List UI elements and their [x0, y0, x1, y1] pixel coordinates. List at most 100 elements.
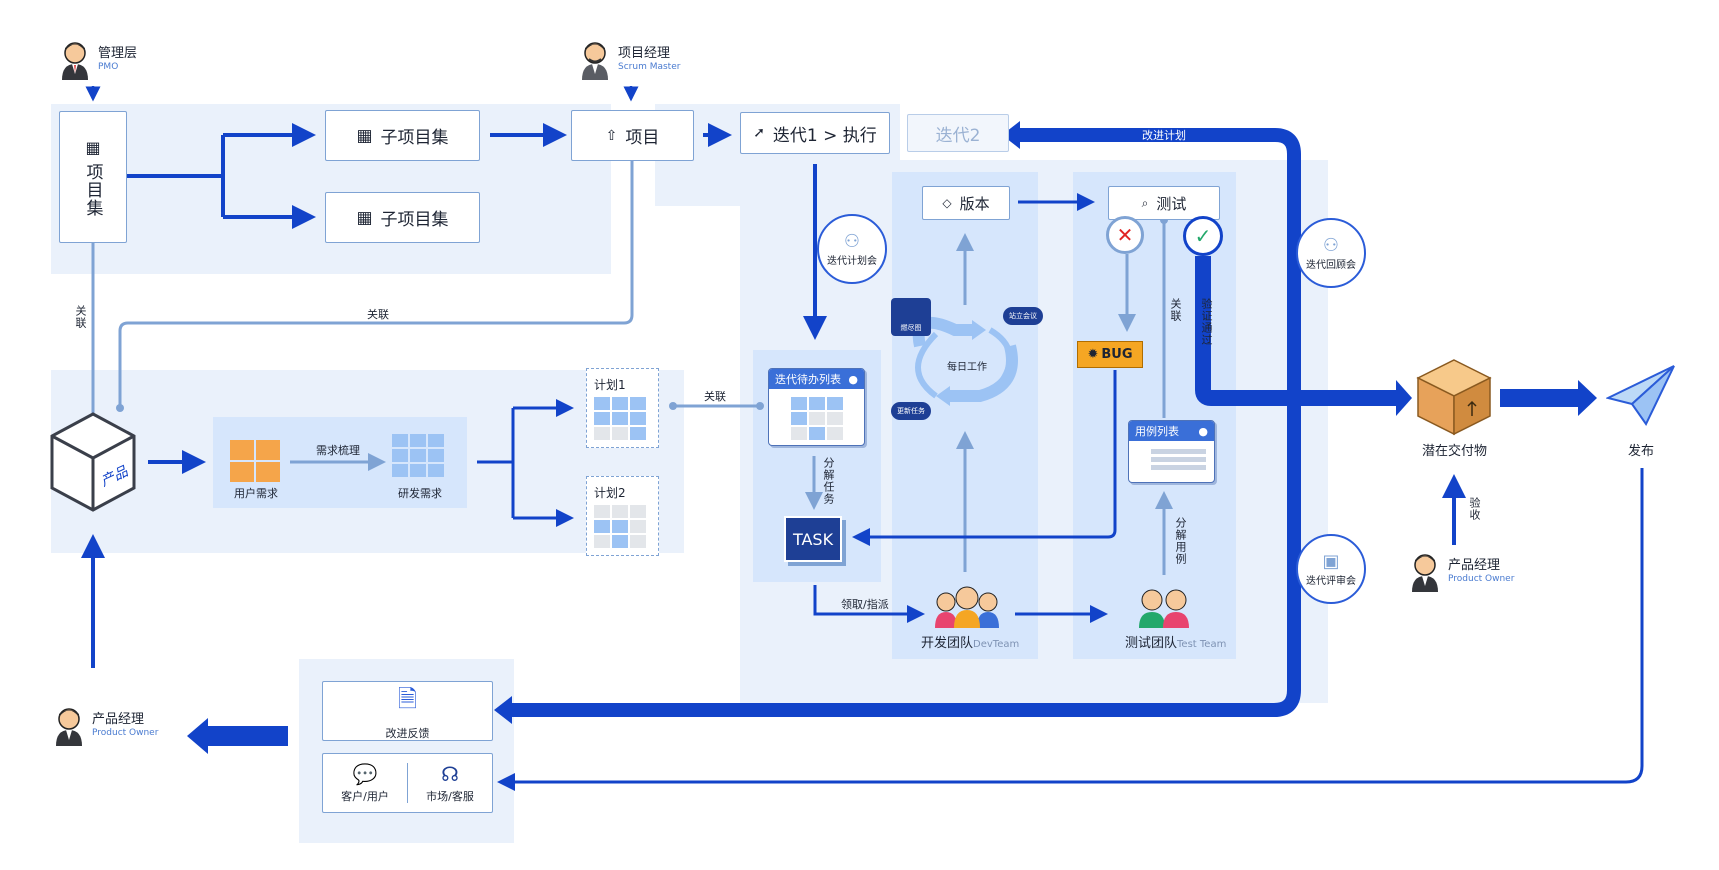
bug-icon: ✹ — [1087, 347, 1099, 362]
edge-improve-plan: 改进计划 — [1142, 129, 1186, 142]
sub-project-set-2-label: 子项目集 — [380, 210, 449, 230]
role-mgmt-name: 管理层 — [98, 46, 138, 62]
role-pm-name: 项目经理 — [618, 46, 671, 62]
test-label: 测试 — [1156, 194, 1187, 213]
edge-split-task: 分解任务 — [822, 457, 835, 505]
runner-icon: ➚ — [753, 125, 765, 141]
dot-icon: ● — [1198, 424, 1208, 438]
iteration-2-node: 迭代2 — [907, 114, 1009, 152]
sub-project-set-2: ▦ 子项目集 — [325, 192, 480, 243]
divider — [407, 763, 408, 803]
product-cube-icon — [50, 412, 136, 512]
test-team-icon — [1139, 589, 1189, 628]
grid-icon: ▦ — [85, 137, 101, 157]
rocket-icon: ⇧ — [605, 127, 618, 144]
burndown-label: 燃尽图 — [900, 324, 922, 332]
fail-icon: ✕ — [1106, 216, 1144, 254]
release-label: 发布 — [1628, 444, 1655, 459]
req-sort-label: 需求梳理 — [316, 444, 360, 457]
task-label: TASK — [792, 529, 834, 549]
search-icon: ⌕ — [1141, 195, 1149, 210]
planning-meeting-bubble: ⚇ 迭代计划会 — [817, 214, 887, 284]
daily-work-label: 每日工作 — [947, 362, 987, 373]
pass-icon: ✓ — [1183, 216, 1223, 256]
case-list-label: 用例列表 — [1135, 425, 1179, 438]
planning-meeting-label: 迭代计划会 — [827, 256, 877, 267]
edge-link-test: 关联 — [1169, 298, 1182, 322]
case-rows — [1129, 441, 1214, 478]
test-team-sub: Test Team — [1177, 639, 1227, 650]
layers-icon: ◇ — [942, 196, 952, 210]
presentation-icon: ▣ — [1322, 551, 1340, 572]
iteration-1-label: 迭代1 > 执行 — [772, 125, 877, 146]
role-po-left-sub: Product Owner — [92, 727, 159, 738]
dev-team-label: 开发团队DevTeam — [921, 632, 1019, 651]
plan-1-label: 计划1 — [594, 378, 626, 392]
customer-source: 💬 客户/用户 — [323, 762, 407, 804]
user-req-label: 用户需求 — [234, 487, 278, 500]
dev-team-name: 开发团队 — [921, 636, 974, 651]
test-node: ⌕ 测试 — [1108, 186, 1220, 220]
review-meeting-label: 迭代评审会 — [1306, 576, 1356, 587]
deliverable-label: 潜在交付物 — [1422, 444, 1488, 459]
project-set-label: 项目集 — [82, 162, 103, 217]
dev-requirement-stickies — [392, 434, 444, 477]
backlog-label: 迭代待办列表 — [775, 373, 841, 386]
test-team-name: 测试团队 — [1125, 636, 1178, 651]
edge-link-plan: 关联 — [704, 390, 726, 403]
plan-2: 计划2 — [586, 476, 659, 556]
sub-project-set-1-label: 子项目集 — [380, 128, 449, 148]
chat-icon: 💬 — [352, 762, 378, 786]
review-meeting-bubble: ▣ 迭代评审会 — [1296, 534, 1366, 604]
feedback-label: 改进反馈 — [385, 726, 430, 740]
plan-1: 计划1 — [586, 368, 659, 448]
dev-team-sub: DevTeam — [973, 639, 1020, 650]
dev-req-label: 研发需求 — [398, 487, 442, 500]
feedback-box: 🗎 改进反馈 — [322, 681, 493, 741]
iteration-1-node: ➚ 迭代1 > 执行 — [740, 112, 890, 154]
project-label: 项目 — [625, 128, 660, 148]
project-node: ⇧ 项目 — [571, 110, 694, 161]
edge-link-v: 关联 — [74, 305, 87, 329]
paper-plane-icon — [1606, 365, 1675, 426]
role-po-left-name: 产品经理 — [92, 712, 145, 728]
bug-tag: ✹BUG — [1077, 341, 1143, 368]
iteration-2-label: 迭代2 — [935, 125, 981, 146]
retro-meeting-bubble: ⚇ 迭代回顾会 — [1296, 218, 1366, 288]
standup-label: 站立会议 — [1009, 312, 1037, 320]
project-set-node: ▦ 项目集 — [59, 111, 127, 243]
task-card: TASK — [784, 516, 842, 562]
retro-meeting-label: 迭代回顾会 — [1306, 260, 1356, 271]
deliverable-box-icon — [1416, 359, 1492, 436]
dot-icon: ● — [848, 372, 858, 386]
update-task-label: 更新任务 — [897, 407, 925, 415]
headset-icon: ☊ — [441, 762, 459, 786]
plan-2-label: 计划2 — [594, 486, 626, 500]
product-owner-avatar-icon — [56, 708, 82, 746]
edge-split-case: 分解用例 — [1174, 517, 1187, 565]
edge-link-h: 关联 — [367, 308, 389, 321]
grid-icon: ▦ — [356, 207, 373, 228]
role-po-right-name: 产品经理 — [1448, 558, 1501, 574]
version-node: ◇版本 — [922, 186, 1010, 220]
role-mgmt-sub: PMO — [98, 61, 119, 72]
sub-project-set-1: ▦子项目集 — [325, 110, 480, 161]
test-case-list-card: 用例列表 ● — [1128, 420, 1215, 483]
test-team-label: 测试团队Test Team — [1125, 632, 1226, 651]
edge-verified: 验证通过 — [1200, 298, 1213, 346]
user-requirement-stickies — [230, 440, 280, 482]
dev-team-icon — [935, 586, 999, 628]
manager-avatar-icon — [62, 42, 88, 80]
role-po-right-sub: Product Owner — [1448, 573, 1515, 584]
burndown-icon: 燃尽图 — [891, 298, 931, 336]
edge-claim: 领取/指派 — [841, 598, 889, 611]
plan-1-grid — [594, 397, 651, 440]
team-meeting-icon: ⚇ — [1322, 235, 1340, 256]
update-task-chip: 更新任务 — [891, 402, 931, 420]
customer-label: 客户/用户 — [341, 790, 389, 803]
